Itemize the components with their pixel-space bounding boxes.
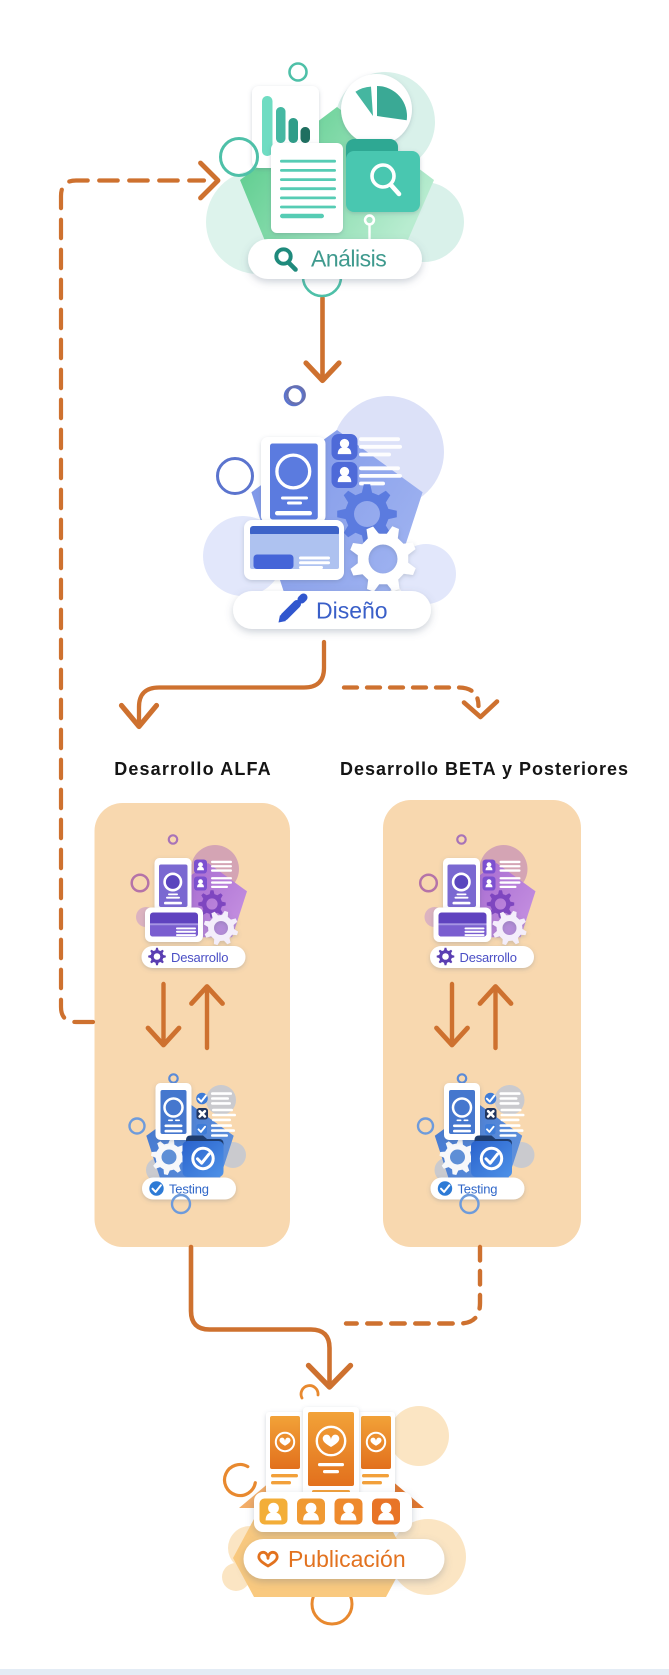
svg-text:Desarrollo: Desarrollo	[171, 950, 228, 965]
svg-text:Desarrollo ALFA: Desarrollo ALFA	[114, 759, 272, 779]
svg-text:Diseño: Diseño	[316, 598, 388, 624]
svg-text:Publicación: Publicación	[288, 1546, 406, 1572]
svg-text:Desarrollo BETA y Posteriores: Desarrollo BETA y Posteriores	[340, 759, 629, 779]
svg-text:Análisis: Análisis	[311, 246, 386, 272]
svg-text:Testing: Testing	[169, 1181, 209, 1196]
